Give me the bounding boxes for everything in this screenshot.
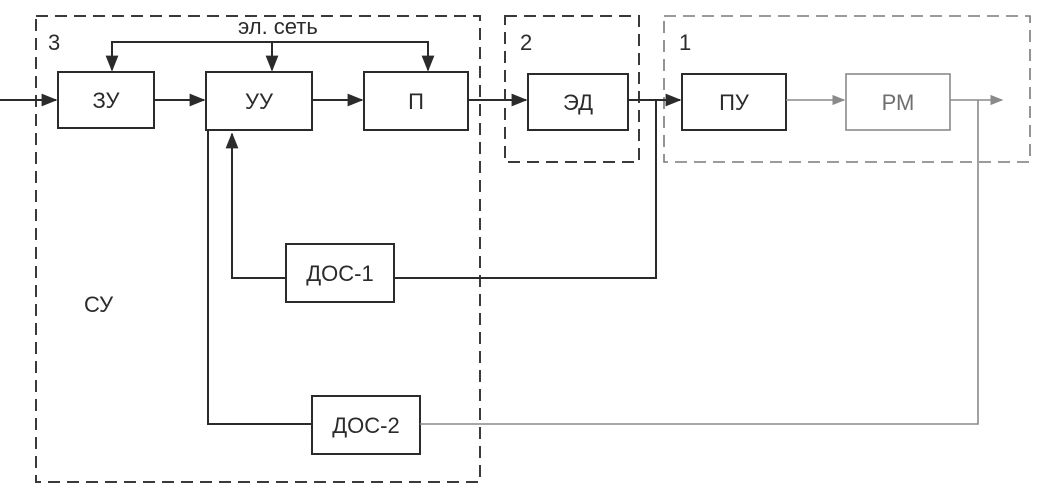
block-dos1-label: ДОС-1 (306, 261, 373, 286)
block-uu-label: УУ (245, 89, 274, 114)
feedback-2-return (207, 130, 312, 425)
block-pu-label: ПУ (719, 90, 750, 115)
feedback-2-line (420, 100, 979, 425)
block-dos2: ДОС-2 (311, 395, 421, 455)
zone-number-2: 2 (520, 30, 532, 55)
power-network-label: эл. сеть (238, 14, 318, 39)
block-p-label: П (408, 89, 424, 114)
block-p: П (363, 71, 469, 131)
zone-control-system (35, 15, 481, 483)
zone-number-1: 1 (679, 30, 691, 55)
feedback-1-return (225, 132, 286, 279)
power-bus-line (111, 41, 429, 70)
zone-number-3: 3 (48, 30, 60, 55)
zone-mechanism (663, 15, 1031, 163)
block-pu: ПУ (681, 73, 787, 131)
block-zu-label: ЗУ (92, 88, 120, 113)
control-system-label: СУ (84, 292, 114, 317)
block-dos1: ДОС-1 (285, 243, 395, 303)
block-rm-label: РМ (882, 90, 915, 115)
block-uu: УУ (205, 71, 313, 131)
feedback-1-line (394, 100, 657, 279)
block-ed: ЭД (527, 73, 629, 131)
block-ed-label: ЭД (563, 90, 593, 115)
block-zu: ЗУ (57, 71, 155, 129)
block-dos2-label: ДОС-2 (332, 413, 399, 438)
zone-drive (504, 15, 640, 163)
block-rm: РМ (845, 73, 951, 131)
